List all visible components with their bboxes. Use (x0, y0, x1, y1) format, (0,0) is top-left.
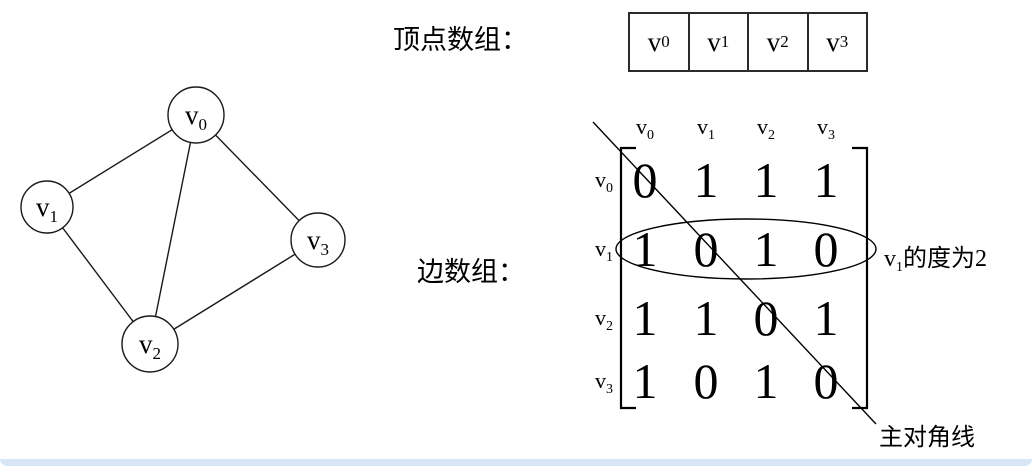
node-circle (290, 212, 346, 268)
matrix-values: 0 1 1 1 1 0 1 0 1 1 0 1 1 0 1 0 (633, 152, 839, 409)
adjacency-matrix: v0 v1 v2 v3 v0 v1 v2 v3 0 1 1 1 1 0 1 0 … (592, 114, 987, 451)
vertex-array-label: 顶点数组： (393, 25, 528, 55)
node-label: v0 (185, 100, 207, 134)
node-circle (167, 86, 225, 144)
node-circle (20, 180, 74, 234)
cell-r3c0: 1 (633, 353, 658, 409)
cell-r0c1: 1 (694, 152, 719, 208)
graph-node-v2: v2 (121, 315, 179, 373)
row-label-v0: v0 (595, 167, 613, 196)
cell-r0c2: 1 (754, 152, 779, 208)
cell-r3c2: 1 (754, 353, 779, 409)
cell-r3c1: 0 (694, 353, 719, 409)
cell-r2c2: 0 (754, 290, 779, 346)
cell-r2c3: 1 (814, 290, 839, 346)
graph-node-v0: v0 (167, 86, 225, 144)
graph-node-v3: v3 (290, 212, 346, 268)
undirected-graph: v0 v1 v2 v3 (20, 86, 346, 373)
node-circle (121, 315, 179, 373)
left-bracket (619, 146, 636, 410)
cell-text: v (707, 26, 721, 57)
edge-array-label: 边数组： (417, 257, 525, 287)
cell-text: v (766, 26, 781, 57)
row-label-v1: v1 (595, 236, 613, 265)
cell-text: v (647, 26, 662, 57)
cell-r1c1: 0 (694, 221, 719, 277)
window-bottom-edge (0, 459, 1032, 466)
matrix-col-headers: v0 v1 v2 v3 (636, 114, 835, 143)
cell-r1c3: 0 (814, 221, 839, 277)
cell-r2c1: 1 (694, 290, 719, 346)
node-label: v3 (307, 225, 329, 259)
cell-r0c0: 0 (633, 152, 658, 208)
node-label: v2 (139, 329, 161, 363)
edge-v0-v3 (195, 114, 319, 241)
edge-v0-v1 (46, 114, 197, 208)
graph-edges (46, 114, 319, 345)
node-label: v1 (36, 192, 58, 226)
degree-annotation: v1的度为2 (884, 245, 987, 275)
edge-v0-v2 (149, 114, 197, 345)
main-diagonal-line (592, 121, 877, 425)
edge-v2-v3 (149, 239, 319, 345)
col-header-v2: v2 (757, 114, 775, 143)
right-bracket (852, 146, 869, 410)
main-diagonal-label: 主对角线 (879, 424, 975, 451)
cell-r1c2: 1 (754, 221, 779, 277)
col-header-v1: v1 (697, 114, 715, 143)
cell-r2c0: 1 (633, 290, 658, 346)
row-v1-highlight-ellipse (615, 218, 877, 280)
graph-node-v1: v1 (20, 180, 74, 234)
cell-r0c3: 1 (814, 152, 839, 208)
col-header-v3: v3 (817, 114, 835, 143)
col-header-v0: v0 (636, 114, 654, 143)
cell-text: v (826, 26, 840, 57)
matrix-row-labels: v0 v1 v2 v3 (595, 167, 613, 397)
row-label-v2: v2 (595, 305, 613, 334)
row-label-v3: v3 (595, 368, 613, 397)
